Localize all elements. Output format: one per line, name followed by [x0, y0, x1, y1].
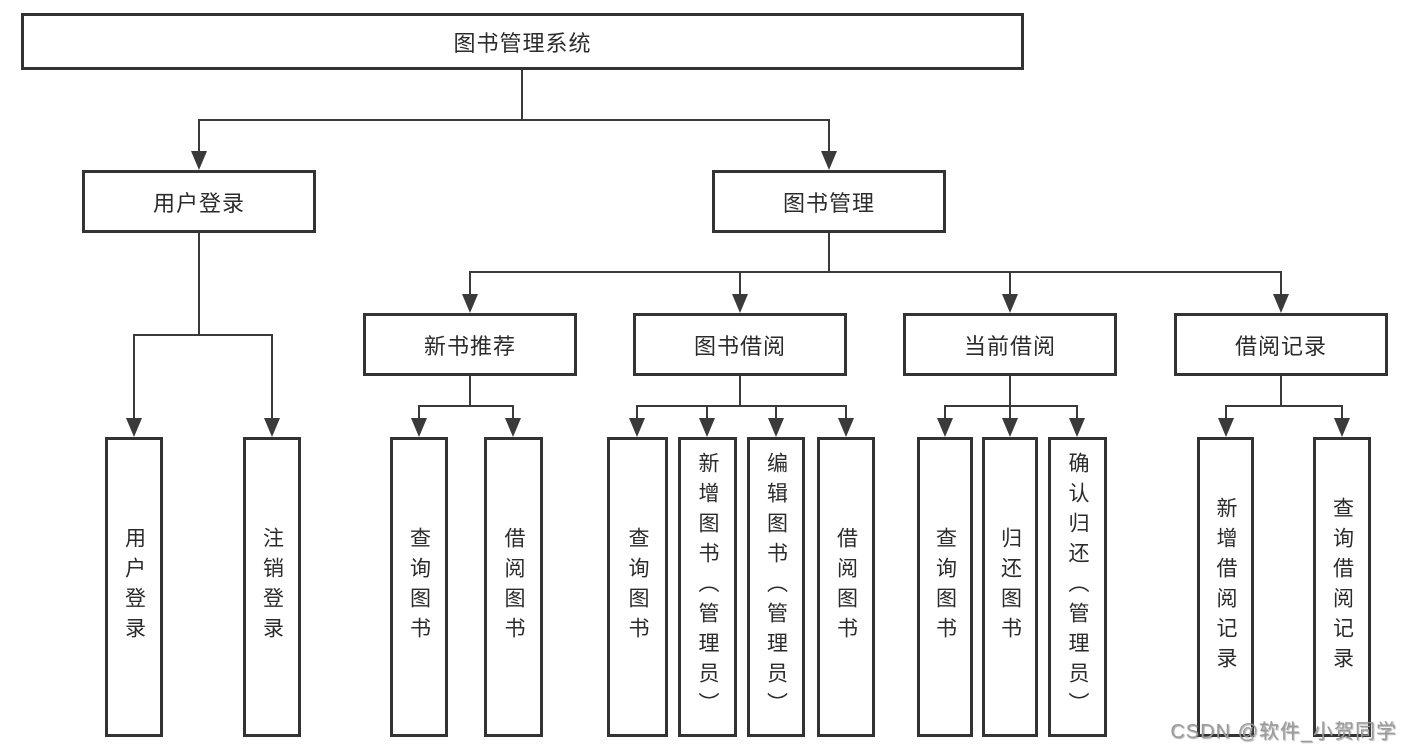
connector-new-book-rec-trunk — [469, 376, 471, 407]
node-borrowing-records: 借阅记录 — [1174, 313, 1388, 376]
arrowhead-down-icon — [1273, 294, 1289, 313]
leaf-query-books-1: 查询图书 — [390, 437, 448, 737]
connector-drop-borrow-records — [1280, 271, 1282, 297]
connector-drop-leaf-logout — [271, 334, 273, 420]
connector-drop-new-book-rec — [469, 271, 471, 297]
arrowhead-down-icon — [505, 418, 521, 437]
arrowhead-down-icon — [191, 151, 207, 170]
arrowhead-down-icon — [264, 418, 280, 437]
arrowhead-down-icon — [1334, 418, 1350, 437]
arrowhead-down-icon — [732, 294, 748, 313]
node-book-management: 图书管理 — [712, 170, 946, 233]
leaf-query-books-3: 查询图书 — [917, 437, 973, 737]
arrowhead-down-icon — [937, 418, 953, 437]
connector-drop-user-login — [198, 119, 200, 153]
connector-book-borrow-split — [636, 405, 847, 407]
node-library-management-system: 图书管理系统 — [21, 13, 1024, 70]
connector-borrow-records-split — [1225, 405, 1343, 407]
connector-current-borrow-trunk — [1009, 376, 1011, 407]
leaf-query-borrow-record: 查询借阅记录 — [1313, 437, 1371, 737]
arrowhead-down-icon — [462, 294, 478, 313]
connector-drop-leaf — [845, 405, 847, 420]
connector-root-split — [198, 119, 830, 121]
arrowhead-down-icon — [1069, 418, 1085, 437]
node-user-login: 用户登录 — [82, 170, 316, 233]
leaf-return-book: 归还图书 — [982, 437, 1038, 737]
connector-drop-book-borrow — [739, 271, 741, 297]
connector-book-mgmt-split — [469, 271, 1282, 273]
connector-new-book-rec-split — [418, 405, 514, 407]
arrowhead-down-icon — [126, 418, 142, 437]
node-new-book-recommend: 新书推荐 — [363, 313, 577, 376]
connector-drop-current-borrow — [1009, 271, 1011, 297]
arrowhead-down-icon — [411, 418, 427, 437]
connector-drop-leaf — [636, 405, 638, 420]
leaf-query-books-2: 查询图书 — [607, 437, 668, 737]
connector-drop-leaf — [775, 405, 777, 420]
arrowhead-down-icon — [1218, 418, 1234, 437]
connector-book-mgmt-trunk — [828, 233, 830, 273]
leaf-add-borrow-record: 新增借阅记录 — [1197, 437, 1254, 737]
connector-user-login-trunk — [198, 233, 200, 336]
connector-drop-leaf-user-login — [133, 334, 135, 420]
leaf-confirm-return-admin: 确认归还（管理员） — [1048, 437, 1107, 737]
connector-drop-leaf — [1225, 405, 1227, 420]
leaf-borrow-books-2: 借阅图书 — [817, 437, 875, 737]
connector-user-login-split — [133, 334, 273, 336]
arrowhead-down-icon — [629, 418, 645, 437]
connector-drop-leaf — [1009, 405, 1011, 420]
arrowhead-down-icon — [821, 151, 837, 170]
leaf-logout: 注销登录 — [243, 437, 301, 737]
connector-book-borrow-trunk — [739, 376, 741, 407]
arrowhead-down-icon — [768, 418, 784, 437]
leaf-add-book-admin: 新增图书（管理员） — [678, 437, 737, 737]
connector-drop-leaf — [512, 405, 514, 420]
arrowhead-down-icon — [838, 418, 854, 437]
arrowhead-down-icon — [1002, 294, 1018, 313]
csdn-watermark: CSDN @软件_小贺同学 — [1170, 721, 1397, 743]
connector-current-borrow-split — [944, 405, 1078, 407]
connector-drop-leaf — [706, 405, 708, 420]
connector-drop-book-mgmt — [828, 119, 830, 153]
connector-drop-leaf — [944, 405, 946, 420]
arrowhead-down-icon — [1002, 418, 1018, 437]
connector-drop-leaf — [418, 405, 420, 420]
connector-borrow-records-trunk — [1280, 376, 1282, 407]
connector-drop-leaf — [1076, 405, 1078, 420]
leaf-edit-book-admin: 编辑图书（管理员） — [747, 437, 805, 737]
arrowhead-down-icon — [699, 418, 715, 437]
node-book-borrowing: 图书借阅 — [633, 313, 847, 376]
leaf-user-login: 用户登录 — [105, 437, 163, 737]
node-current-borrowing: 当前借阅 — [903, 313, 1117, 376]
connector-root-trunk — [521, 69, 523, 120]
connector-drop-leaf — [1341, 405, 1343, 420]
leaf-borrow-books-1: 借阅图书 — [484, 437, 543, 737]
